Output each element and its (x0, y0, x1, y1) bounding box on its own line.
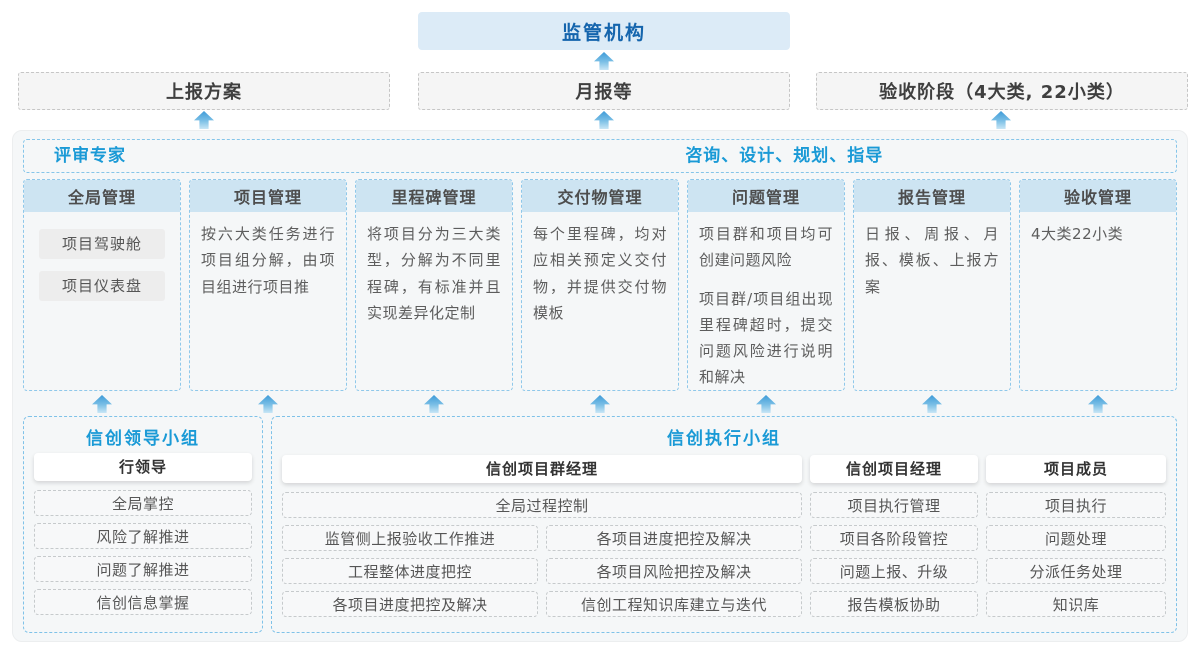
up-arrow-icon (194, 111, 214, 129)
list-item: 监管侧上报验收工作推进 (282, 525, 538, 551)
project-member-column: 项目成员 项目执行 问题处理 分派任务处理 知识库 (986, 455, 1166, 624)
program-manager-column: 信创项目群经理 全局过程控制 监管侧上报验收工作推进 各项目进度把控及解决 工程… (282, 455, 802, 624)
review-experts-label: 评审专家 (54, 146, 126, 166)
up-arrow-icon (590, 395, 610, 413)
column-title: 项目管理 (190, 180, 346, 212)
up-arrow-icon (1088, 395, 1108, 413)
bottom-groups: 信创领导小组 行领导 全局掌控 风险了解推进 问题了解推进 信创信息掌握 信创执… (23, 416, 1177, 633)
list-item: 项目执行管理 (810, 492, 979, 518)
list-item: 知识库 (986, 591, 1166, 617)
acceptance-phase-box: 验收阶段（4大类, 22小类） (816, 72, 1188, 110)
column-arrows (23, 395, 1177, 413)
up-arrow-icon (424, 395, 444, 413)
column-project-management: 项目管理 按六大类任务进行项目组分解，由项目组进行项目推 (189, 179, 347, 391)
list-item: 工程整体进度把控 (282, 558, 538, 584)
paragraph: 项目群和项目均可创建问题风险 (699, 225, 833, 270)
column-text: 按六大类任务进行项目组分解，由项目组进行项目推 (201, 225, 335, 296)
list-item: 分派任务处理 (986, 558, 1166, 584)
list-item: 各项目进度把控及解决 (282, 591, 538, 617)
platform-container: 评审专家 咨询、设计、规划、指导 全局管理 项目驾驶舱 项目仪表盘 项目管理 按… (12, 130, 1188, 642)
project-manager-column: 信创项目经理 项目执行管理 项目各阶段管控 问题上报、升级 报告模板协助 (810, 455, 979, 624)
column-text: 每个里程碑，均对应相关预定义交付物，并提供交付物模板 (533, 225, 667, 322)
column-title: 交付物管理 (522, 180, 678, 212)
up-arrow-icon (258, 395, 278, 413)
list-item: 全局掌控 (34, 490, 252, 516)
column-title: 报告管理 (854, 180, 1010, 212)
list-item: 问题处理 (986, 525, 1166, 551)
role-project-manager: 信创项目经理 (810, 455, 979, 483)
regulator-box: 监管机构 (418, 12, 790, 50)
execution-group-box: 信创执行小组 信创项目群经理 全局过程控制 监管侧上报验收工作推进 各项目进度把… (271, 416, 1177, 633)
up-arrow-icon (594, 111, 614, 129)
role-bank-leader: 行领导 (34, 453, 252, 481)
role-project-member: 项目成员 (986, 455, 1166, 483)
list-item: 报告模板协助 (810, 591, 979, 617)
list-item: 项目各阶段管控 (810, 525, 979, 551)
monthly-report-box: 月报等 (418, 72, 790, 110)
column-text: 将项目分为三大类型，分解为不同里程碑，有标准并且实现差异化定制 (367, 225, 501, 322)
group-title: 信创执行小组 (667, 429, 781, 449)
list-item: 项目驾驶舱 (39, 229, 165, 259)
list-item: 全局过程控制 (282, 492, 802, 518)
column-acceptance-management: 验收管理 4大类22小类 (1019, 179, 1177, 391)
column-issue-management: 问题管理 项目群和项目均可创建问题风险 项目群/项目组出现里程碑超时，提交问题风… (687, 179, 845, 391)
list-item: 风险了解推进 (34, 523, 252, 549)
leadership-group-box: 信创领导小组 行领导 全局掌控 风险了解推进 问题了解推进 信创信息掌握 (23, 416, 263, 633)
column-global-management: 全局管理 项目驾驶舱 项目仪表盘 (23, 179, 181, 391)
column-text: 4大类22小类 (1031, 225, 1124, 243)
up-arrow-icon (922, 395, 942, 413)
column-deliverable-management: 交付物管理 每个里程碑，均对应相关预定义交付物，并提供交付物模板 (521, 179, 679, 391)
list-item: 信创信息掌握 (34, 589, 252, 615)
up-arrow-icon (756, 395, 776, 413)
group-title: 信创领导小组 (86, 429, 200, 449)
role-program-manager: 信创项目群经理 (282, 455, 802, 483)
up-arrow-icon (92, 395, 112, 413)
column-text: 项目群和项目均可创建问题风险 项目群/项目组出现里程碑超时，提交问题风险进行说明… (688, 212, 844, 390)
report-plan-box: 上报方案 (18, 72, 390, 110)
experts-banner: 评审专家 咨询、设计、规划、指导 (23, 139, 1177, 173)
column-text: 日报、周报、月报、模板、上报方案 (865, 225, 999, 296)
list-item: 问题了解推进 (34, 556, 252, 582)
paragraph: 项目群/项目组出现里程碑超时，提交问题风险进行说明和解决 (699, 289, 833, 387)
column-title: 问题管理 (688, 180, 844, 212)
column-title: 验收管理 (1020, 180, 1176, 212)
list-item: 问题上报、升级 (810, 558, 979, 584)
column-milestone-management: 里程碑管理 将项目分为三大类型，分解为不同里程碑，有标准并且实现差异化定制 (355, 179, 513, 391)
up-arrow-icon (991, 111, 1011, 129)
management-columns: 全局管理 项目驾驶舱 项目仪表盘 项目管理 按六大类任务进行项目组分解，由项目组… (23, 179, 1177, 391)
list-item: 各项目风险把控及解决 (546, 558, 802, 584)
consult-design-label: 咨询、设计、规划、指导 (685, 146, 884, 166)
column-title: 里程碑管理 (356, 180, 512, 212)
list-item: 项目执行 (986, 492, 1166, 518)
list-item: 信创工程知识库建立与迭代 (546, 591, 802, 617)
column-report-management: 报告管理 日报、周报、月报、模板、上报方案 (853, 179, 1011, 391)
up-arrow-icon (594, 52, 614, 70)
list-item: 项目仪表盘 (39, 271, 165, 301)
list-item: 各项目进度把控及解决 (546, 525, 802, 551)
column-title: 全局管理 (24, 180, 180, 212)
